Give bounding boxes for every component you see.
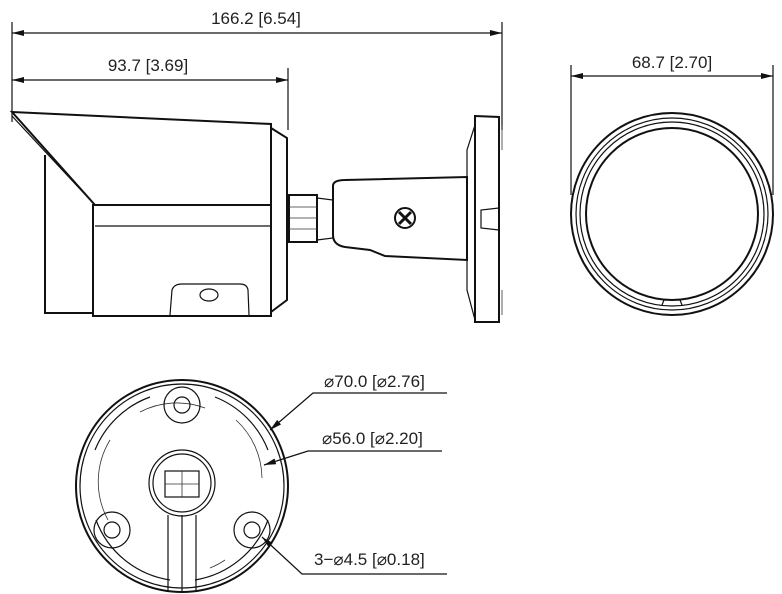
overall-length-dimension: 166.2 [6.54] <box>11 9 503 130</box>
mount-hole-top <box>163 386 201 424</box>
base-outer-diameter-callout: ⌀70.0 [⌀2.76] <box>269 372 447 431</box>
front-diameter-label: 68.7 [2.70] <box>632 53 712 72</box>
camera-front-view <box>570 112 774 316</box>
overall-length-label: 166.2 [6.54] <box>211 9 301 28</box>
mount-hole-left <box>93 511 131 549</box>
body-length-dimension: 93.7 [3.69] <box>12 56 289 130</box>
screw-icon <box>394 207 416 229</box>
camera-side-view <box>9 110 503 323</box>
base-outer-diameter-label: ⌀70.0 [⌀2.76] <box>324 372 425 391</box>
body-length-label: 93.7 [3.69] <box>108 56 188 75</box>
base-inner-diameter-label: ⌀56.0 [⌀2.20] <box>322 429 423 448</box>
mount-base-view <box>75 379 289 593</box>
mount-holes-callout: 3−⌀4.5 [⌀0.18] <box>261 536 447 575</box>
base-inner-diameter-callout: ⌀56.0 [⌀2.20] <box>263 429 442 466</box>
front-diameter-dimension: 68.7 [2.70] <box>570 53 774 195</box>
mount-hole-right <box>233 511 271 549</box>
mount-holes-label: 3−⌀4.5 [⌀0.18] <box>314 550 425 569</box>
